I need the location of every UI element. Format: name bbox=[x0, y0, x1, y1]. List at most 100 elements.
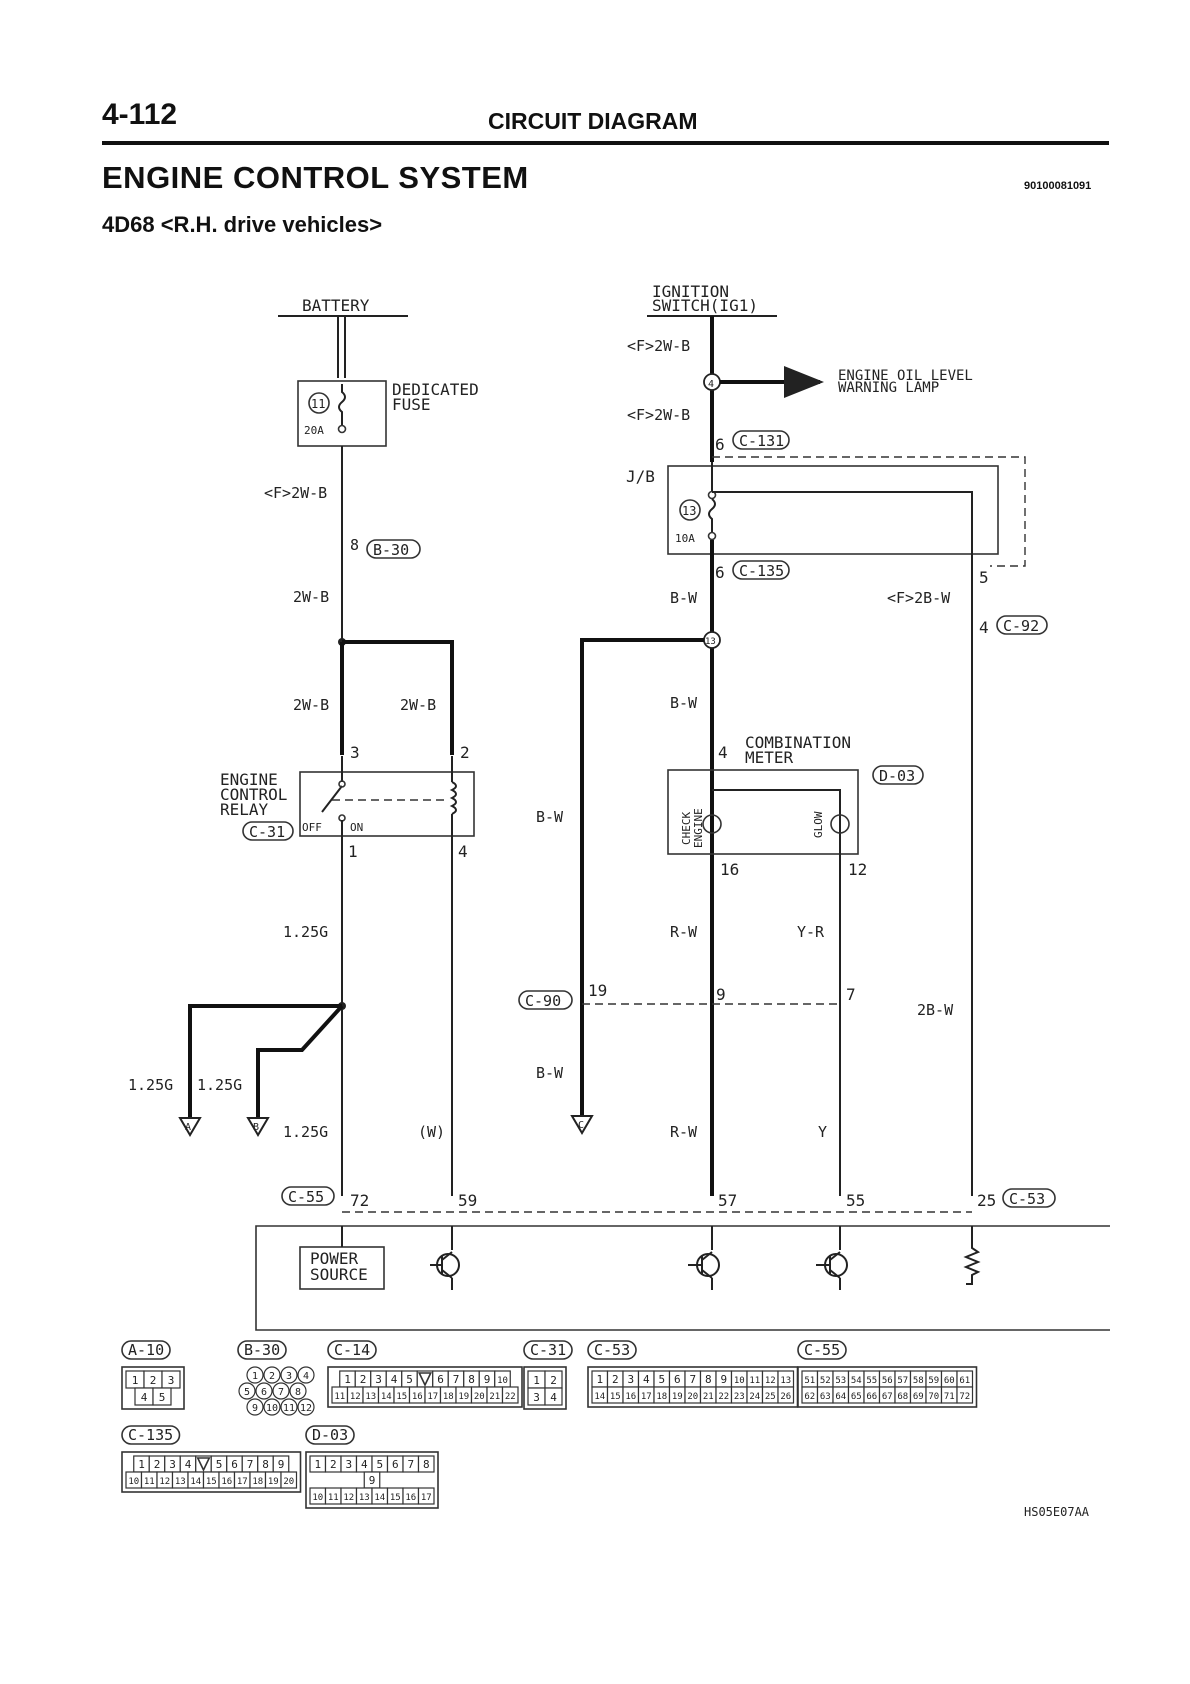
legend-pin: 7 bbox=[247, 1458, 254, 1471]
legend-pin: 11 bbox=[749, 1376, 760, 1386]
ignition-branch: IGNITION SWITCH(IG1) <F>2W-B 4 ENGINE OI… bbox=[536, 282, 1048, 1196]
legend-pin: 52 bbox=[820, 1376, 831, 1386]
pin-6-c135: 6 bbox=[715, 563, 725, 582]
pin-6-c131: 6 bbox=[715, 435, 725, 454]
legend-pin: 60 bbox=[944, 1376, 955, 1386]
legend-pin: 12 bbox=[343, 1493, 354, 1503]
header-rule bbox=[102, 141, 1109, 145]
legend-pin: 3 bbox=[375, 1373, 382, 1386]
legend-pin: 20 bbox=[283, 1477, 294, 1487]
wire-label-125g-1: 1.25G bbox=[283, 923, 328, 941]
check-engine-label-1: CHECK bbox=[680, 812, 693, 845]
legend-pin: 7 bbox=[453, 1373, 460, 1386]
ground-b-label: B bbox=[253, 1122, 259, 1133]
pin-9: 9 bbox=[716, 985, 726, 1004]
legend-pin: 11 bbox=[334, 1392, 345, 1402]
legend-pin: 11 bbox=[283, 1403, 295, 1414]
legend-pin: 65 bbox=[851, 1392, 862, 1402]
pin-4-relay: 4 bbox=[458, 842, 468, 861]
check-engine-lamp-icon bbox=[702, 814, 722, 834]
connector-tag-c31: C-31 bbox=[242, 821, 294, 841]
svg-text:C-90: C-90 bbox=[525, 992, 561, 1010]
legend-pin: 26 bbox=[780, 1392, 791, 1402]
oil-lamp-label-2: WARNING LAMP bbox=[838, 380, 939, 396]
fuse11-rating: 20A bbox=[304, 424, 324, 437]
legend-pin: 68 bbox=[897, 1392, 908, 1402]
glow-label: GLOW bbox=[812, 811, 825, 838]
svg-text:C-92: C-92 bbox=[1003, 617, 1039, 635]
ground-c-label: C bbox=[578, 1120, 584, 1131]
legend-pin: 5 bbox=[159, 1391, 166, 1404]
pin-4-c92: 4 bbox=[979, 618, 989, 637]
document-number: 90100081091 bbox=[1024, 180, 1092, 192]
relay-label-2: CONTROL bbox=[220, 785, 287, 804]
legend-pin: 10 bbox=[734, 1376, 745, 1386]
ground-a-label: A bbox=[185, 1122, 191, 1133]
legend-name: C-135 bbox=[128, 1426, 173, 1444]
legend-pin: 1 bbox=[596, 1373, 603, 1386]
wire-label-125g-2: 1.25G bbox=[128, 1076, 173, 1094]
legend-pin: 64 bbox=[835, 1392, 846, 1402]
check-engine-label-2: ENGINE bbox=[692, 808, 705, 848]
legend-name: C-31 bbox=[530, 1341, 566, 1359]
legend-pin: 16 bbox=[412, 1392, 423, 1402]
legend-pin: 17 bbox=[427, 1392, 438, 1402]
relay-off-label: OFF bbox=[302, 821, 322, 834]
legend-pin: 9 bbox=[720, 1373, 727, 1386]
pin-2: 2 bbox=[460, 743, 470, 762]
legend-pin: 6 bbox=[674, 1373, 681, 1386]
legend-pin: 19 bbox=[458, 1392, 469, 1402]
legend-pin: 4 bbox=[361, 1458, 368, 1471]
relay-on-label: ON bbox=[350, 821, 363, 834]
legend-pin: 1 bbox=[138, 1458, 145, 1471]
legend-pin: 22 bbox=[505, 1392, 516, 1402]
legend-pin: 54 bbox=[851, 1376, 862, 1386]
legend-pin: 9 bbox=[484, 1373, 491, 1386]
legend-pin: 7 bbox=[689, 1373, 696, 1386]
legend-pin: 5 bbox=[658, 1373, 665, 1386]
wire-label-bw-3: B-W bbox=[536, 808, 564, 826]
jb-bus-to-pin5 bbox=[712, 491, 973, 566]
legend-pin: 13 bbox=[780, 1376, 791, 1386]
legend-pin: 12 bbox=[350, 1392, 361, 1402]
wire-label-rw-1: R-W bbox=[670, 923, 698, 941]
legend-pin: 71 bbox=[944, 1392, 955, 1402]
wire-label-y: Y bbox=[818, 1123, 827, 1141]
legend-pin: 19 bbox=[268, 1477, 279, 1487]
fuse13-circle bbox=[679, 499, 701, 521]
legend-pin: 62 bbox=[804, 1392, 815, 1402]
legend-pin: 21 bbox=[703, 1392, 714, 1402]
relay-contact-pivot bbox=[338, 780, 346, 788]
legend-pin: 10 bbox=[266, 1403, 278, 1414]
dedicated-fuse-label-1: DEDICATED bbox=[392, 380, 479, 399]
connector-tag-c135: C-135 bbox=[732, 560, 790, 580]
legend-pin: 11 bbox=[144, 1477, 155, 1487]
legend-pin: 18 bbox=[656, 1392, 667, 1402]
legend-pin: 11 bbox=[328, 1493, 339, 1503]
legend-name: C-53 bbox=[594, 1341, 630, 1359]
legend-pin: 15 bbox=[396, 1392, 407, 1402]
engine-control-relay: ENGINE CONTROL RELAY C-31 OFF ON 1 4 1.2… bbox=[220, 756, 475, 1196]
ground-a-icon bbox=[178, 1117, 202, 1137]
legend-pin: 20 bbox=[687, 1392, 698, 1402]
legend-pin: 51 bbox=[804, 1376, 815, 1386]
pin-57: 57 bbox=[718, 1191, 737, 1210]
wire-label-bw-2: B-W bbox=[670, 694, 698, 712]
legend-pin: 2 bbox=[612, 1373, 619, 1386]
wire-ground-b bbox=[256, 1004, 344, 1118]
legend-pin: 2 bbox=[269, 1371, 275, 1382]
wire-label-2wb-1: 2W-B bbox=[293, 588, 329, 606]
legend-pin: 10 bbox=[312, 1493, 323, 1503]
svg-text:C-55: C-55 bbox=[288, 1188, 324, 1206]
legend-pin: 70 bbox=[928, 1392, 939, 1402]
legend-pin: 10 bbox=[128, 1477, 139, 1487]
power-source-label-1: POWER bbox=[310, 1249, 359, 1268]
legend-pin: 17 bbox=[237, 1477, 248, 1487]
pin-4-meter: 4 bbox=[718, 743, 728, 762]
meter-box bbox=[667, 769, 859, 855]
ground-branches: 1.25G 1.25G 1.25G (W) A B bbox=[128, 1002, 445, 1141]
relay-coil-icon bbox=[449, 781, 457, 815]
